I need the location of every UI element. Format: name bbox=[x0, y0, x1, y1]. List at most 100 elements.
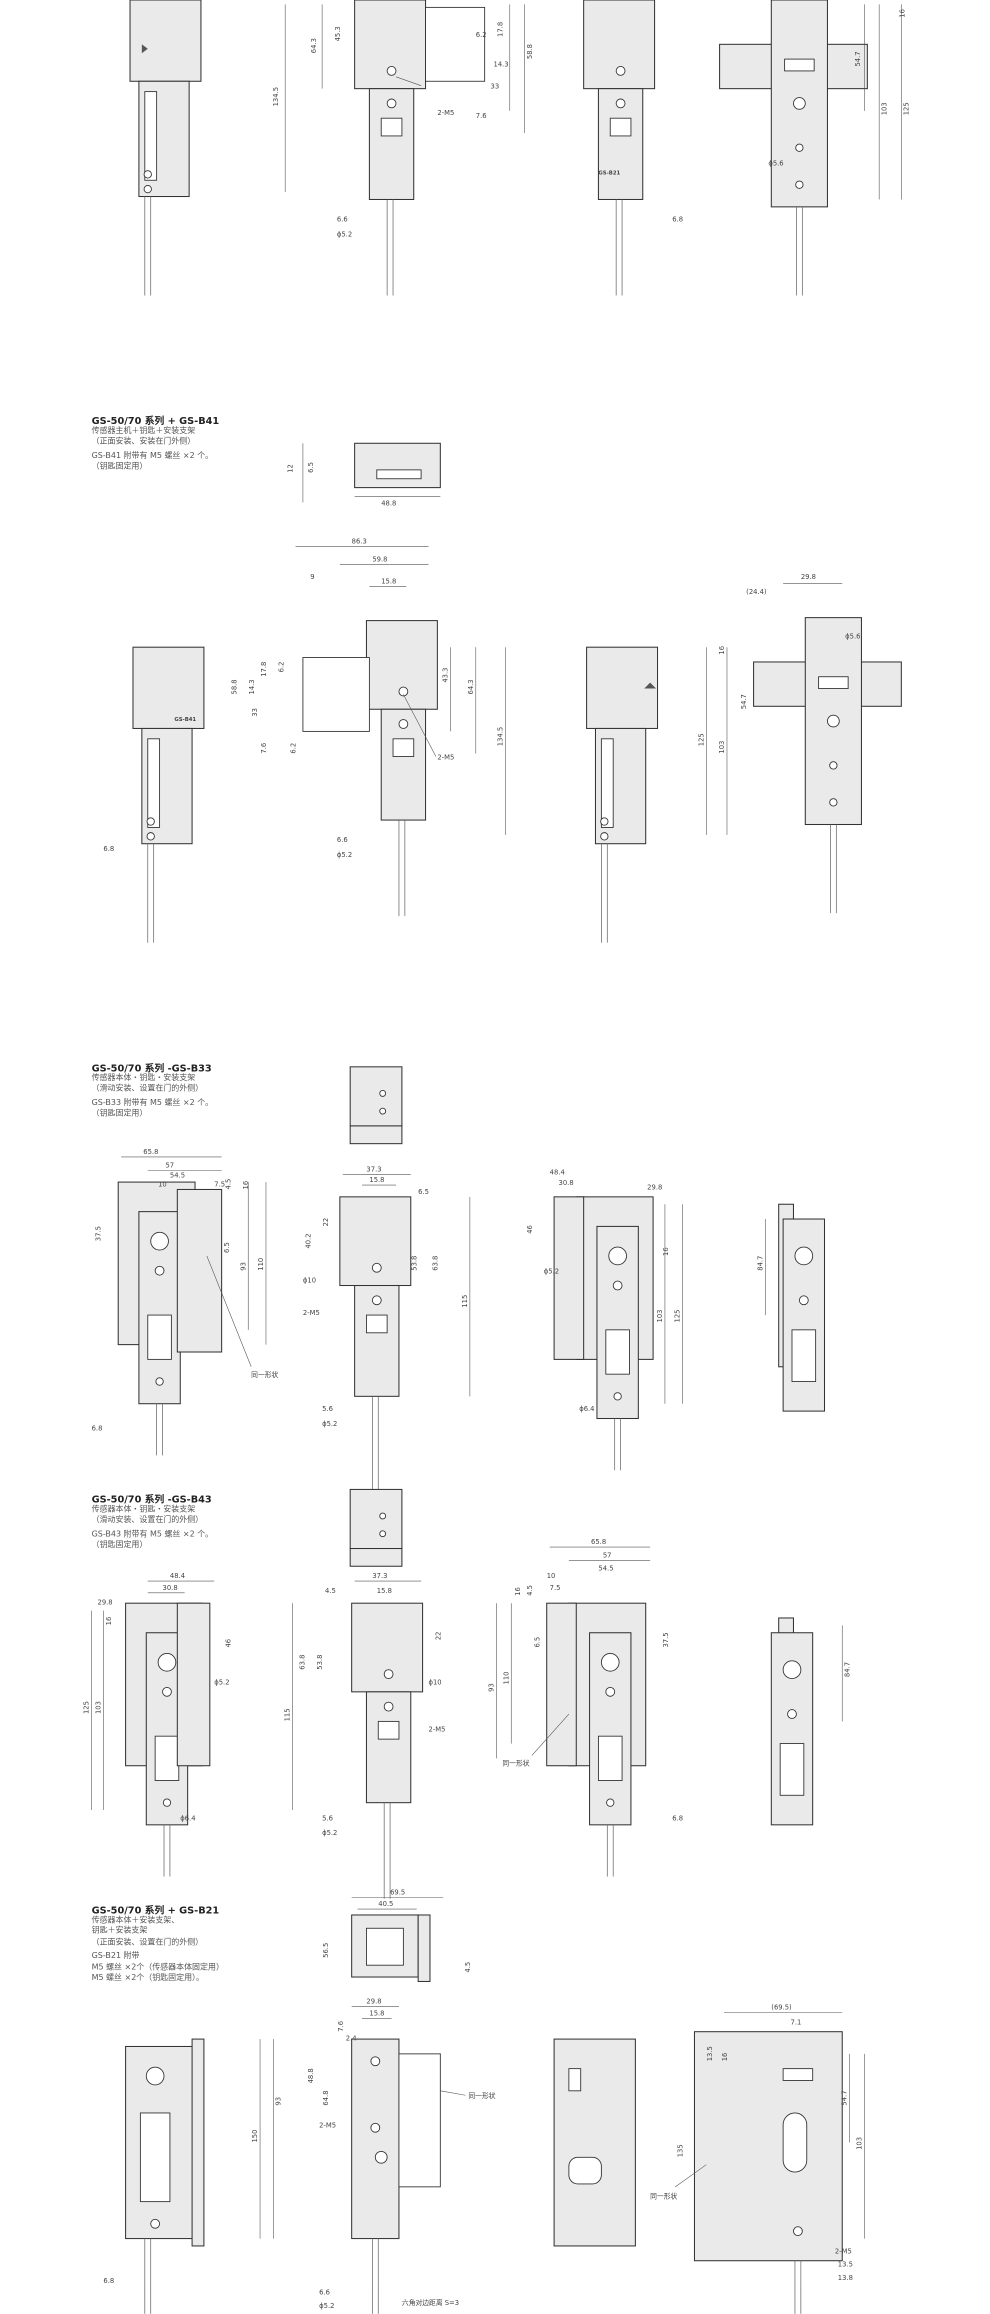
dim-label: 16 bbox=[242, 1181, 250, 1190]
dim-label: 16 bbox=[898, 9, 906, 18]
dim-label: 63.8 bbox=[298, 1655, 306, 1670]
dim-label: 48.8 bbox=[381, 499, 396, 507]
sensor-front-view bbox=[351, 2038, 400, 2240]
desc-line: （滑动安装、设置在门的外侧） bbox=[91, 1516, 204, 1526]
dim-label: 6.5 bbox=[223, 1242, 231, 1253]
key-bracket-top-view: 48.8 6.5 12 bbox=[287, 442, 441, 507]
section-gs-b41-caption: GS-50/70 系列 + GS-B41 传感器主机＋钥匙＋安装支架 （正面安装… bbox=[92, 412, 220, 474]
dim-label: 37.5 bbox=[662, 1632, 670, 1647]
dim-label: 84.7 bbox=[756, 1256, 764, 1271]
dim-label: 16 bbox=[662, 1247, 670, 1256]
dim-label: 150 bbox=[251, 2130, 259, 2143]
dim-label: 15.8 bbox=[369, 1176, 384, 1184]
desc-line: （正面安装、安装在门外侧） bbox=[91, 437, 196, 447]
dim-label: 17.8 bbox=[496, 22, 504, 37]
dim-label: 15.8 bbox=[381, 578, 396, 586]
dim-label: 同一形状 bbox=[468, 2091, 495, 2100]
dim-label: 2.4 bbox=[346, 2035, 357, 2043]
dim-label: 6.8 bbox=[92, 1424, 103, 1432]
dim-label: 6.8 bbox=[103, 845, 114, 853]
dim-label: ϕ10 bbox=[303, 1277, 316, 1285]
sensor-rear-view bbox=[568, 1602, 647, 1878]
dim-label: 29.8 bbox=[801, 573, 816, 581]
dim-label: 40.2 bbox=[304, 1233, 312, 1248]
dim-label: 30.8 bbox=[163, 1584, 178, 1592]
dim-label: 7.6 bbox=[337, 2021, 345, 2032]
dim-label: 4.5 bbox=[225, 1179, 233, 1190]
dim-label: 37.5 bbox=[94, 1226, 102, 1241]
dim-label: 54.7 bbox=[740, 694, 748, 709]
dim-label: 40.5 bbox=[378, 1900, 393, 1908]
dim-label: 12 bbox=[287, 464, 295, 473]
dim-label: 125 bbox=[903, 102, 911, 115]
dim-label: 46 bbox=[225, 1639, 233, 1648]
sensor-rear-view bbox=[553, 2038, 636, 2247]
dim-label: 6.2 bbox=[290, 743, 298, 754]
dim-label: 29.8 bbox=[647, 1183, 662, 1191]
dim-label: 同一形状 bbox=[251, 1370, 278, 1379]
dim-label: 84.7 bbox=[844, 1662, 852, 1677]
model-marking: GS-B21 bbox=[598, 170, 620, 176]
key-bracket-view bbox=[693, 2031, 843, 2262]
dim-label: ϕ5.2 bbox=[322, 1829, 337, 1837]
dim-label: ϕ5.2 bbox=[322, 1420, 337, 1428]
desc-line: 钥匙＋安装支架 bbox=[91, 1927, 148, 1937]
dim-label: 13.8 bbox=[838, 2274, 853, 2282]
dim-label: 69.5 bbox=[390, 1888, 405, 1896]
key-bracket-top-view bbox=[349, 1066, 403, 1145]
sensor-side-view bbox=[129, 0, 202, 297]
section-title: GS-50/70 系列 -GS-B33 bbox=[91, 1062, 212, 1075]
section-title: GS-50/70 系列 -GS-B43 bbox=[91, 1493, 212, 1506]
key-bracket-view bbox=[719, 0, 868, 297]
sensor-front-view bbox=[365, 620, 438, 917]
dim-label: 5.6 bbox=[322, 1405, 333, 1413]
sensor-rear-view bbox=[586, 646, 659, 944]
note-line: GS-B33 附带有 M5 螺丝 ×2 个。 bbox=[91, 1099, 214, 1108]
dim-label: 16 bbox=[721, 2053, 729, 2062]
dim-label: ϕ5.2 bbox=[544, 1268, 559, 1276]
dim-label: 15.8 bbox=[369, 2009, 384, 2017]
desc-line: （正面安装、设置在门的外侧） bbox=[91, 1938, 204, 1948]
dim-label: 6.5 bbox=[418, 1188, 429, 1196]
dim-label: (69.5) bbox=[771, 2004, 792, 2012]
note-line: （钥匙固定用） bbox=[91, 1541, 148, 1551]
dim-label: 54.7 bbox=[841, 2090, 849, 2105]
dim-label: 7.5 bbox=[214, 1181, 225, 1189]
dim-label: 86.3 bbox=[352, 538, 367, 546]
sensor-rear-view bbox=[583, 0, 656, 297]
dim-label: 54.5 bbox=[598, 1565, 613, 1573]
desc-line: 传感器本体・钥匙・安装支架 bbox=[91, 1505, 196, 1515]
dim-label: 6.6 bbox=[319, 2289, 330, 2297]
dim-label: 14.3 bbox=[494, 60, 509, 68]
dim-label: 37.3 bbox=[372, 1572, 387, 1580]
dim-label: 110 bbox=[502, 1672, 510, 1685]
dim-label: 64.3 bbox=[467, 679, 475, 694]
dim-label: 58.8 bbox=[526, 44, 534, 59]
dim-label: ϕ6.4 bbox=[579, 1405, 594, 1413]
dim-label: 4.5 bbox=[325, 1587, 336, 1595]
dim-label: 5.6 bbox=[322, 1814, 333, 1822]
dim-label: 48.4 bbox=[550, 1169, 565, 1177]
dim-label: ϕ6.4 bbox=[180, 1814, 195, 1822]
dim-label: 110 bbox=[257, 1258, 265, 1271]
dim-label: 4.5 bbox=[464, 1962, 472, 1973]
dim-label: ϕ5.6 bbox=[768, 159, 783, 167]
dim-label: 103 bbox=[855, 2137, 863, 2150]
dim-label: 115 bbox=[461, 1295, 469, 1308]
dim-label: 93 bbox=[275, 2097, 283, 2106]
dim-label: 6.6 bbox=[337, 836, 348, 844]
dim-label: 6.8 bbox=[103, 2277, 114, 2285]
sensor-front-view bbox=[339, 1196, 412, 1493]
dim-label: 2-M5 bbox=[303, 1309, 320, 1317]
note-line: GS-B41 附带有 M5 螺丝 ×2 个。 bbox=[91, 451, 214, 461]
note-line: M5 螺丝 ×2个（钥匙固定用）。 bbox=[91, 1974, 205, 1983]
dim-label: 16 bbox=[105, 1617, 113, 1626]
dim-label: 2-M5 bbox=[835, 2247, 852, 2255]
dim-label: 7.1 bbox=[791, 2018, 802, 2026]
section-gs-b33-drawings: 65.8 57 54.5 10 7.5 16 4.5 37.5 6.5 93 1… bbox=[92, 1066, 826, 1493]
desc-line: （滑动安装、设置在门的外侧） bbox=[91, 1085, 204, 1095]
dim-label: 93 bbox=[239, 1262, 247, 1271]
note-line: GS-B43 附带有 M5 螺丝 ×2 个。 bbox=[91, 1530, 214, 1540]
dim-label: 6.8 bbox=[672, 216, 683, 224]
